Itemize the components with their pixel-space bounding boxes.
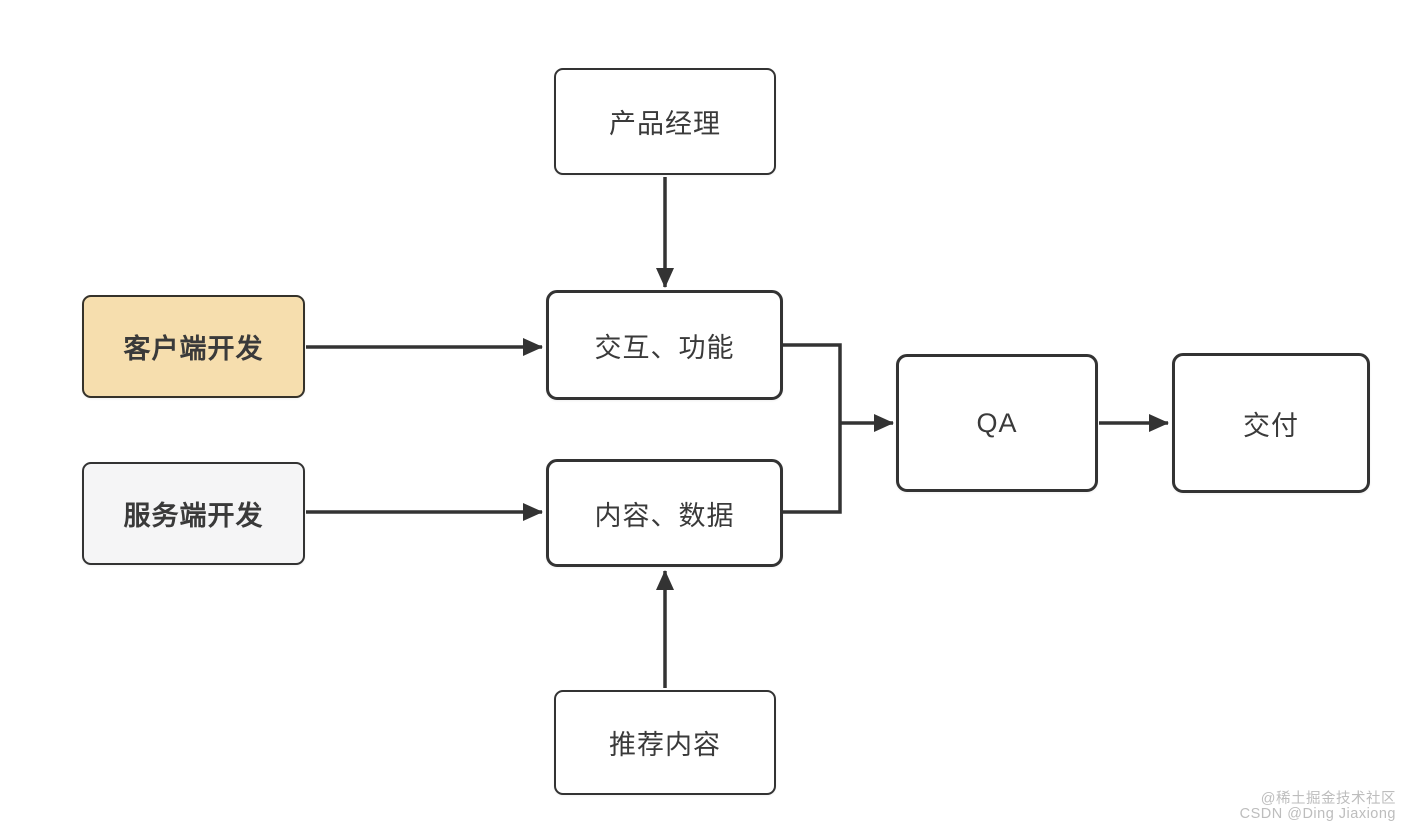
node-qa-label: QA <box>976 407 1018 438</box>
node-interaction-features-label: 交互、功能 <box>594 332 735 363</box>
node-delivery: 交付 <box>1172 353 1370 493</box>
node-client-dev-label: 客户端开发 <box>123 334 264 364</box>
node-interaction-features: 交互、功能 <box>546 290 783 400</box>
watermark: @稀土掘金技术社区 CSDN @Ding Jiaxiong <box>1240 792 1396 822</box>
node-content-data-label: 内容、数据 <box>594 500 735 531</box>
node-qa: QA <box>896 354 1098 492</box>
node-server-dev: 服务端开发 <box>82 462 305 565</box>
node-recommended-content: 推荐内容 <box>554 690 776 795</box>
node-client-dev: 客户端开发 <box>82 295 305 398</box>
node-server-dev-label: 服务端开发 <box>123 501 264 531</box>
node-delivery-label: 交付 <box>1243 410 1299 441</box>
edge-merge-elbow <box>783 343 842 514</box>
node-product-manager-label: 产品经理 <box>609 109 721 139</box>
watermark-line1: @稀土掘金技术社区 <box>1260 791 1396 807</box>
node-content-data: 内容、数据 <box>546 459 783 567</box>
node-recommended-content-label: 推荐内容 <box>609 730 721 760</box>
watermark-line2: CSDN @Ding Jiaxiong <box>1239 806 1396 822</box>
node-product-manager: 产品经理 <box>554 68 776 175</box>
